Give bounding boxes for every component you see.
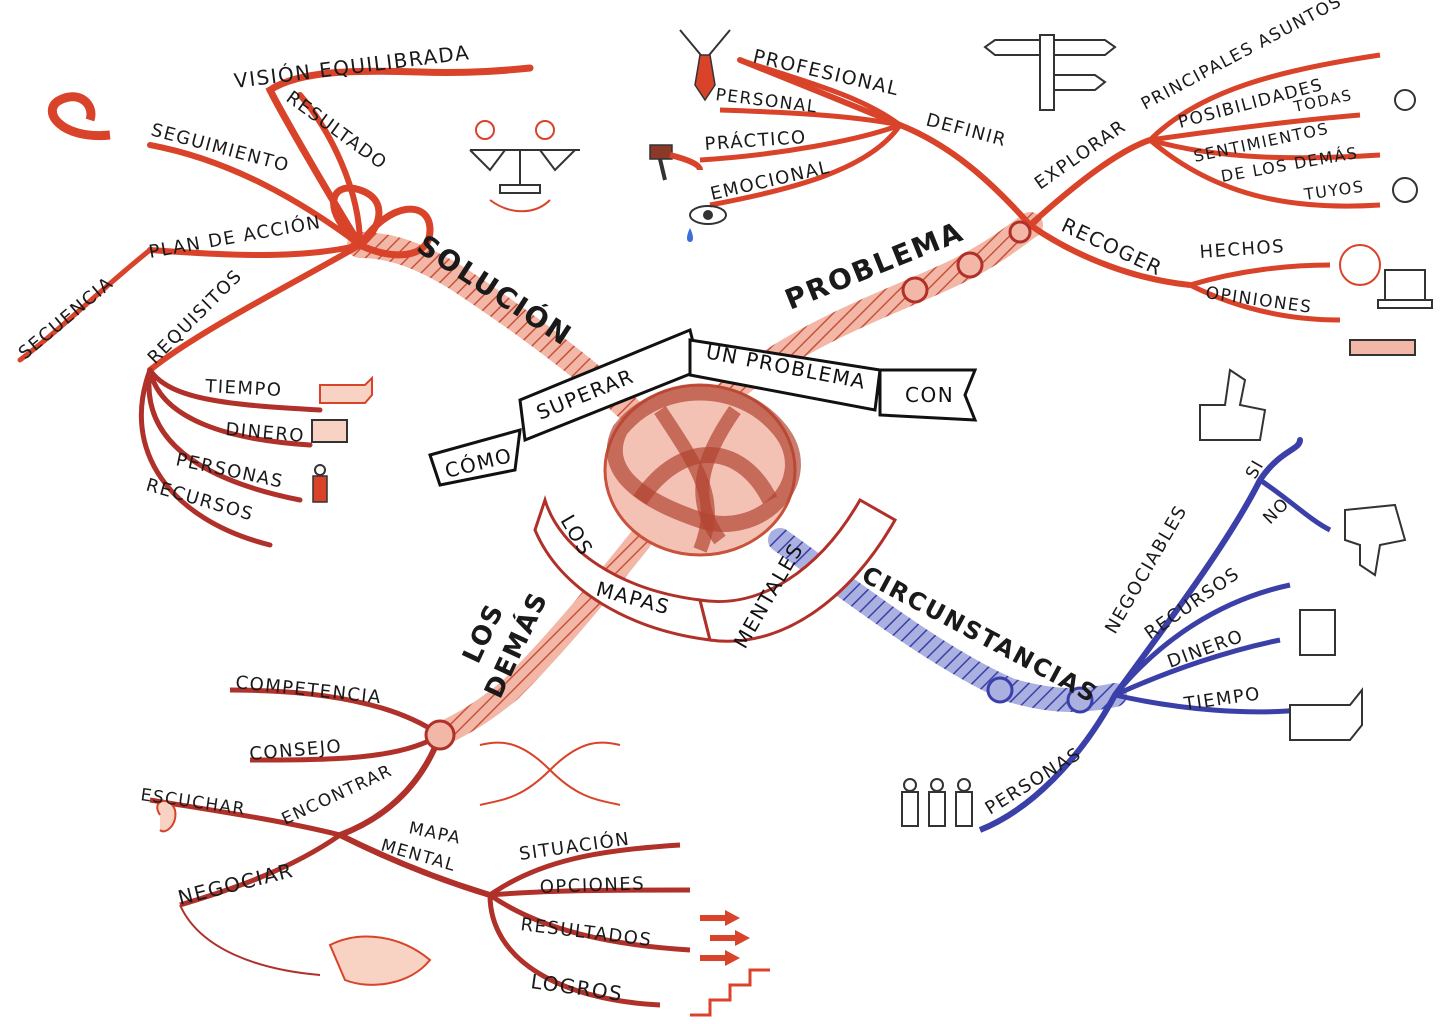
knot-demas (424, 719, 456, 751)
knot-problema-2 (956, 251, 984, 279)
branch-tiempo-c (1114, 692, 1301, 715)
label-recoger: RECOGER (1058, 213, 1167, 281)
label-hechos: HECHOS (1199, 236, 1286, 263)
label-logros: LOGROS (529, 969, 624, 1006)
banner-word-con: CON (905, 383, 954, 407)
people-icon (901, 778, 973, 827)
label-dinero-s: DINERO (225, 419, 306, 447)
angry-face-icon (1394, 89, 1416, 111)
branch-dinero (147, 367, 313, 448)
branch-tuyos (1148, 138, 1381, 209)
branch-emocional (709, 123, 903, 208)
stairs-icon (690, 968, 770, 1017)
loop-bow-right (357, 205, 434, 259)
branch-no (1258, 477, 1332, 533)
branch-logros (487, 894, 661, 1008)
branch-situacion (488, 842, 681, 898)
signpost-icon (983, 34, 1117, 111)
branch-plan (147, 242, 363, 258)
hammer-hand-icon (649, 144, 703, 181)
wallet-icon-dinero (311, 419, 348, 443)
label-tiempo-s: TIEMPO (204, 376, 283, 401)
label-solucion: SOLUCIÓN (411, 227, 579, 352)
knot-problema-3 (1008, 220, 1032, 244)
branch-dinero-c (1113, 637, 1281, 698)
knot-circ-2 (1066, 686, 1094, 714)
cycle-arrow-icon (47, 92, 111, 141)
branch-sentimientos (1149, 137, 1381, 161)
label-vision-equilibrada: VISIÓN EQUILIBRADA (233, 40, 472, 93)
branch-resultados (488, 892, 691, 953)
banner-bottom (533, 495, 898, 643)
branch-opiniones (1188, 282, 1341, 323)
handshake-icon (328, 935, 432, 986)
label-resultados: RESULTADOS (519, 914, 653, 951)
wallet-icon-circ (1299, 609, 1336, 656)
branch-encontrar (338, 733, 443, 838)
branch-tiempo (147, 367, 323, 413)
branch-personas (146, 367, 303, 503)
person-computer-icon (1339, 244, 1433, 356)
branch-practico (699, 122, 901, 163)
branch-recursos-c (1113, 582, 1291, 697)
label-secuencia: SECUENCIA (15, 272, 118, 363)
thumbs-up-icon (1199, 368, 1267, 441)
label-si: SI (1242, 456, 1269, 482)
problema-branch (699, 52, 1381, 323)
label-dinero-c: DINERO (1165, 626, 1247, 673)
branch-requisitos (147, 242, 363, 373)
banner-top (428, 327, 978, 487)
mini-mindmap-icon (479, 741, 621, 806)
knot-circ-1 (986, 676, 1014, 704)
eye-tear-icon (687, 205, 727, 242)
branch-competencia (229, 687, 442, 738)
knot-problema-1 (901, 276, 929, 304)
ear-icon (156, 800, 177, 833)
branch-explorar (1027, 137, 1151, 228)
label-personas-c: PERSONAS (982, 743, 1086, 819)
branch-principales (1148, 52, 1381, 142)
sad-face-icon (1392, 177, 1418, 203)
label-opciones: OPCIONES (539, 873, 645, 898)
branch-negociar (179, 832, 342, 908)
branch-personal (719, 107, 901, 128)
branch-consejo (249, 732, 442, 763)
thumbs-down-icon (1344, 503, 1407, 577)
solucion-branch (17, 64, 534, 548)
box-icon-tiempo (319, 375, 373, 404)
branch-recoger (1028, 222, 1191, 288)
branch-negociables (1112, 437, 1303, 698)
person-icon-personas (312, 464, 328, 503)
branch-mapa-mental (338, 832, 491, 898)
label-emocional: EMOCIONAL (708, 157, 832, 205)
branch-posibilidades (1149, 112, 1361, 143)
los-demas-branch (149, 687, 691, 1008)
label-competencia: COMPETENCIA (234, 672, 382, 708)
label-resultado: RESULTADO (282, 87, 391, 174)
box-icon-circ (1289, 687, 1363, 741)
label-negociar: NEGOCIAR (175, 858, 296, 910)
branch-resultado (297, 92, 363, 248)
arrows-icon (700, 910, 750, 966)
label-encontrar: ENCONTRAR (279, 761, 396, 830)
branch-profesional (739, 57, 902, 128)
branch-hechos (1189, 262, 1331, 288)
branch-secuencia (17, 247, 153, 363)
tie-icon (679, 29, 731, 102)
branch-personas-c (978, 693, 1118, 833)
label-escuchar: ESCUCHAR (139, 785, 247, 820)
circunstancias-branch (978, 437, 1332, 833)
scales-face-icon (469, 120, 580, 213)
branch-vision (265, 64, 534, 249)
branch-recursos (138, 367, 273, 548)
branch-opciones (489, 887, 691, 898)
knots (424, 220, 1094, 751)
central-knot (603, 383, 801, 557)
branch-negociar-handshake (179, 904, 321, 976)
label-tuyos: TUYOS (1302, 177, 1366, 204)
branch-seguimiento (147, 142, 363, 248)
